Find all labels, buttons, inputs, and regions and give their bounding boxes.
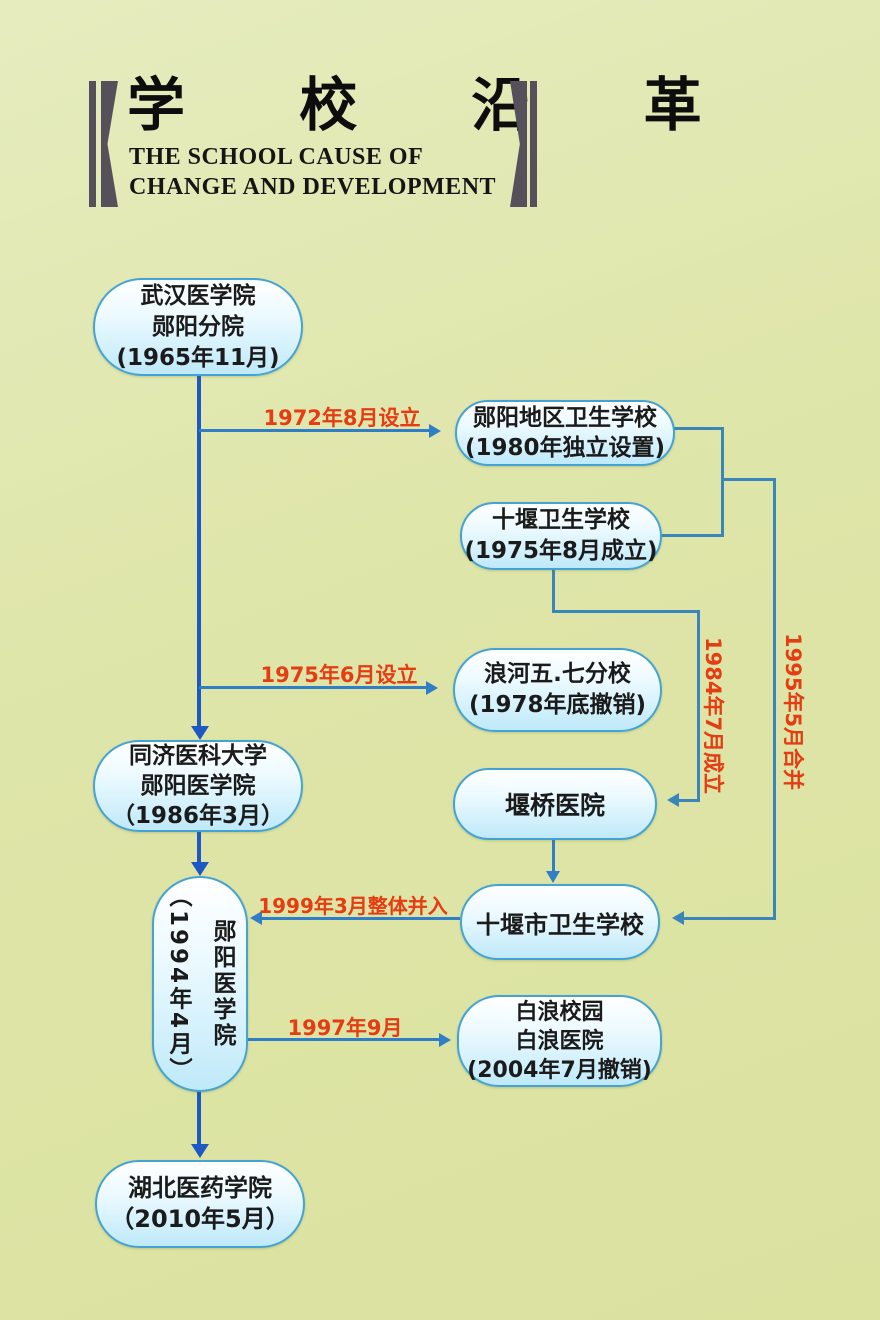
node-tongji-yunyang-medical-college: 同济医科大学 郧阳医学院 （1986年3月） <box>93 740 303 832</box>
title-bracket-left-bar <box>89 81 96 207</box>
vertical-text: 郧阳医学院 （1994年4月） <box>156 884 244 1083</box>
edge-wuhan-to-tongji <box>197 374 201 726</box>
node-text-line: （1994年4月） <box>165 884 191 1084</box>
node-bailang-campus-hospital: 白浪校园 白浪医院 (2004年7月撤销) <box>457 995 662 1087</box>
edge-1984-vertical <box>697 610 700 802</box>
node-text-line: 十堰市卫生学校 <box>476 910 644 939</box>
edge-1999-branch <box>262 917 460 920</box>
node-shiyan-health-school: 十堰卫生学校 (1975年8月成立) <box>460 502 662 570</box>
title-bracket-right-bar <box>530 81 537 207</box>
title-bracket-left-icon <box>101 81 118 207</box>
node-text-line: (1980年独立设置) <box>464 435 666 461</box>
node-text-line: （2010年5月） <box>110 1205 290 1233</box>
page-subtitle-line1: THE SCHOOL CAUSE OF <box>129 144 424 170</box>
node-yanqiao-hospital: 堰桥医院 <box>453 768 657 840</box>
node-hubei-university-of-medicine: 湖北医药学院 （2010年5月） <box>95 1160 305 1248</box>
node-wuhan-medical-yunyang-branch: 武汉医学院 郧阳分院 (1965年11月) <box>93 278 303 376</box>
node-text-line: 郧阳医学院 <box>209 919 235 1049</box>
node-text-line: (1975年8月成立) <box>464 538 658 564</box>
edge-tongji-to-yymc <box>197 831 201 862</box>
node-text-line: 湖北医药学院 <box>128 1174 272 1202</box>
node-text-line: (1978年底撤销) <box>468 692 647 718</box>
node-text-line: 武汉医学院 <box>140 282 256 309</box>
arrowhead-down-yymc <box>191 862 209 876</box>
page-subtitle-line2: CHANGE AND DEVELOPMENT <box>129 174 497 200</box>
node-shiyan-city-health-school: 十堰市卫生学校 <box>460 884 660 960</box>
node-yunyang-region-health-school: 郧阳地区卫生学校 (1980年独立设置) <box>455 400 675 466</box>
node-text-line: 郧阳地区卫生学校 <box>473 405 657 431</box>
edge-yanqiao-to-city-school <box>552 840 555 871</box>
edge-1972-branch <box>199 429 429 432</box>
arrowhead-down-city-school <box>546 871 560 883</box>
arrowhead-down-hubei <box>191 1144 209 1158</box>
edge-label-1975: 1975年6月设立 <box>260 663 418 687</box>
node-text-line: 白浪校园 <box>515 999 604 1025</box>
edge-1984-horizontal <box>552 610 700 613</box>
node-text-line: (2004年7月撤销) <box>467 1057 652 1083</box>
arrowhead-left-yymc <box>250 911 262 925</box>
arrowhead-down-tongji <box>191 726 209 740</box>
edge-yyqu-right-connector <box>673 427 724 430</box>
edge-1984-into-yanqiao <box>679 799 700 802</box>
edge-1995-into-city-school <box>684 917 775 920</box>
node-text-line: 十堰卫生学校 <box>492 507 630 533</box>
node-langhe-five-seven-branch: 浪河五.七分校 (1978年底撤销) <box>453 648 662 732</box>
arrowhead-left-yanqiao <box>667 793 679 807</box>
edge-label-1999: 1999年3月整体并入 <box>258 894 448 918</box>
edge-merge-bracket-vertical <box>721 427 724 537</box>
edge-syws-bottom-connector <box>552 567 555 612</box>
edge-1975-branch <box>199 686 426 689</box>
edge-label-1984: 1984年7月成立 <box>701 637 725 795</box>
arrowhead-left-city-school <box>672 911 684 925</box>
arrowhead-right-langhe <box>426 681 438 695</box>
node-text-line: 同济医科大学 <box>129 743 267 769</box>
edge-label-1972: 1972年8月设立 <box>263 406 421 430</box>
node-text-line: (1965年11月) <box>116 344 280 371</box>
node-text-line: 白浪医院 <box>515 1028 604 1054</box>
node-text-line: 郧阳医学院 <box>140 773 256 799</box>
node-text-line: 堰桥医院 <box>504 791 605 820</box>
node-yunyang-medical-college: 郧阳医学院 （1994年4月） <box>152 876 248 1092</box>
edge-yymc-to-hubei <box>197 1091 201 1144</box>
arrowhead-right-bailang <box>439 1033 451 1047</box>
edge-merge-tee <box>722 478 776 481</box>
edge-1995-vertical <box>773 478 776 920</box>
arrowhead-right-yyqu <box>429 424 441 438</box>
node-text-line: 郧阳分院 <box>152 313 244 340</box>
node-text-line: 浪河五.七分校 <box>484 661 631 687</box>
edge-label-1997: 1997年9月 <box>287 1016 403 1040</box>
edge-label-1995: 1995年5月合并 <box>781 633 805 791</box>
page-title: 学 校 沿 革 <box>127 71 749 139</box>
edge-syws-right-connector <box>660 534 723 537</box>
node-text-line: （1986年3月） <box>111 803 285 829</box>
edge-1997-branch <box>247 1038 439 1041</box>
